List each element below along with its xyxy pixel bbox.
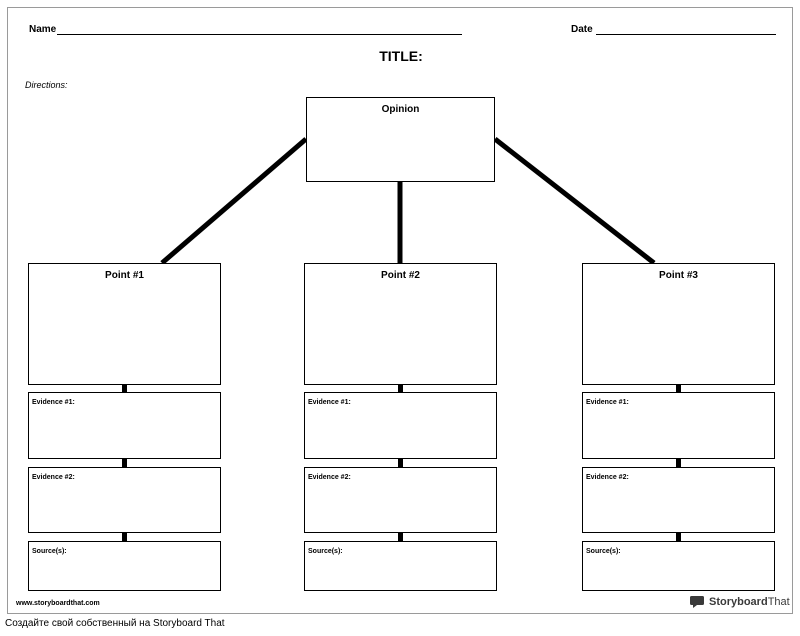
connector-point-2-sources bbox=[398, 533, 403, 541]
connector-point-2-evidence-1 bbox=[398, 385, 403, 392]
connector-opinion-point-1 bbox=[160, 137, 308, 265]
sources-label: Source(s): bbox=[308, 548, 343, 555]
directions-label: Directions: bbox=[25, 80, 68, 90]
point-3-label: Point #3 bbox=[659, 270, 698, 281]
connector-lines bbox=[160, 137, 656, 265]
point-2-label: Point #2 bbox=[381, 270, 420, 281]
connector-point-3-evidence-2 bbox=[676, 459, 681, 467]
point-3-sources-box[interactable]: Source(s): bbox=[582, 541, 775, 591]
connector-point-1-evidence-2 bbox=[122, 459, 127, 467]
point-2-sources-box[interactable]: Source(s): bbox=[304, 541, 497, 591]
connector-point-3-evidence-1 bbox=[676, 385, 681, 392]
point-1-sources-box[interactable]: Source(s): bbox=[28, 541, 221, 591]
name-label: Name bbox=[29, 24, 57, 35]
worksheet: Name Date TITLE: Directions: Opinion Poi… bbox=[7, 7, 793, 614]
point-1-evidence-1-box[interactable]: Evidence #1: bbox=[28, 392, 221, 459]
point-1-box[interactable]: Point #1 bbox=[28, 263, 221, 385]
opinion-box[interactable]: Opinion bbox=[306, 97, 495, 182]
connector-point-1-evidence-1 bbox=[122, 385, 127, 392]
connector-point-3-sources bbox=[676, 533, 681, 541]
evidence-2-label: Evidence #2: bbox=[308, 474, 351, 481]
point-2-evidence-2-box[interactable]: Evidence #2: bbox=[304, 467, 497, 533]
name-field[interactable] bbox=[57, 34, 462, 35]
storyboardthat-logo[interactable]: StoryboardThat bbox=[689, 595, 790, 609]
page-title[interactable]: TITLE: bbox=[379, 48, 423, 64]
logo-text-storyboard: Storyboard bbox=[709, 596, 768, 608]
connector-opinion-point-3 bbox=[493, 137, 656, 265]
speech-bubble-icon bbox=[690, 596, 704, 608]
logo-text-that: That bbox=[767, 596, 790, 608]
point-2-box[interactable]: Point #2 bbox=[304, 263, 497, 385]
opinion-label: Opinion bbox=[381, 104, 420, 115]
logo-text: StoryboardThat bbox=[709, 596, 790, 608]
evidence-1-label: Evidence #1: bbox=[308, 399, 351, 406]
connector-point-2-evidence-2 bbox=[398, 459, 403, 467]
date-field[interactable] bbox=[596, 34, 776, 35]
point-1-label: Point #1 bbox=[105, 270, 144, 281]
sources-label: Source(s): bbox=[32, 548, 67, 555]
point-1-evidence-2-box[interactable]: Evidence #2: bbox=[28, 467, 221, 533]
point-3-evidence-1-box[interactable]: Evidence #1: bbox=[582, 392, 775, 459]
evidence-2-label: Evidence #2: bbox=[32, 474, 75, 481]
create-your-own-link[interactable]: Создайте свой собственный на Storyboard … bbox=[5, 618, 225, 629]
evidence-1-label: Evidence #1: bbox=[586, 399, 629, 406]
evidence-2-label: Evidence #2: bbox=[586, 474, 629, 481]
date-label: Date bbox=[571, 24, 593, 35]
evidence-1-label: Evidence #1: bbox=[32, 399, 75, 406]
point-3-box[interactable]: Point #3 bbox=[582, 263, 775, 385]
point-3-evidence-2-box[interactable]: Evidence #2: bbox=[582, 467, 775, 533]
point-2-evidence-1-box[interactable]: Evidence #1: bbox=[304, 392, 497, 459]
sources-label: Source(s): bbox=[586, 548, 621, 555]
connector-point-1-sources bbox=[122, 533, 127, 541]
footer-url[interactable]: www.storyboardthat.com bbox=[16, 600, 100, 607]
